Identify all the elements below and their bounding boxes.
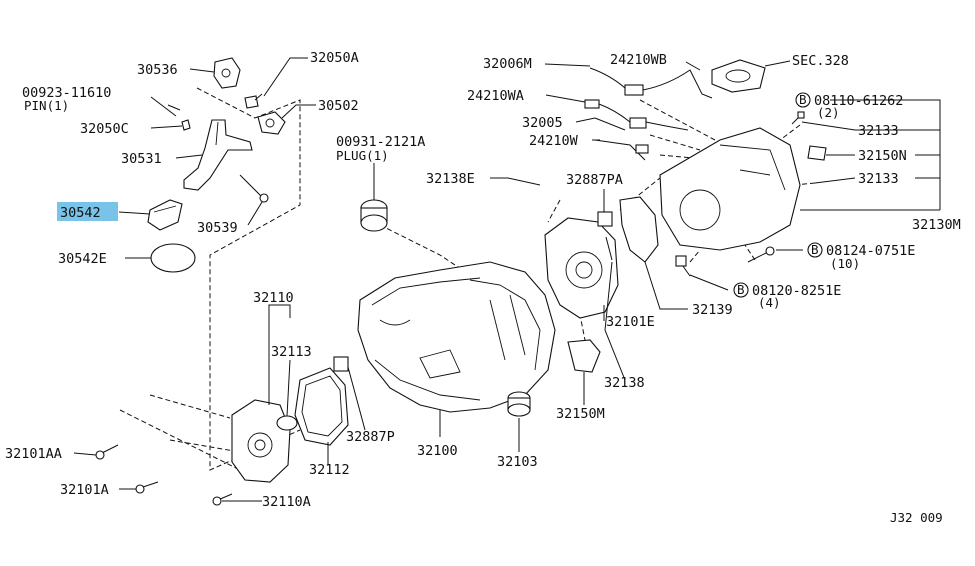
bracket-30536	[213, 57, 241, 89]
drain-plug-32103	[507, 391, 531, 417]
gasket-32139	[619, 196, 659, 263]
pin-00923	[167, 104, 181, 111]
label-32050A: 32050A	[310, 50, 359, 66]
plug-00931	[360, 199, 388, 232]
seal-32887P	[333, 356, 349, 372]
label-32103: 32103	[497, 454, 538, 470]
bolt-08110	[791, 111, 805, 125]
bolt-32101AA	[95, 444, 119, 460]
bolt-08124	[747, 246, 775, 263]
label-32050C: 32050C	[80, 121, 129, 137]
label-00931-2121A: 00931-2121A	[336, 134, 425, 150]
lever-30531	[183, 119, 253, 191]
label-sec328: SEC.328	[792, 53, 849, 69]
sensor-24210WB	[589, 67, 713, 99]
label-32130M: 32130M	[912, 217, 961, 233]
gasket-32112	[294, 367, 349, 446]
clamp-30502	[257, 111, 286, 135]
label-32887PA: 32887PA	[566, 172, 623, 188]
bolt-32110A	[212, 493, 233, 506]
ring-30542E	[150, 243, 196, 273]
stud-32138	[605, 236, 613, 261]
bolt-32050A	[244, 93, 263, 109]
bolt-08120	[675, 255, 691, 277]
label-32113: 32113	[271, 344, 312, 360]
front-cover-32110	[231, 399, 291, 483]
bolt-symbol-08120-letter: B	[737, 282, 745, 297]
label-30539: 30539	[197, 220, 238, 236]
leader-lines	[73, 57, 941, 502]
bolt-symbol-08120	[733, 282, 749, 298]
label-32110A: 32110A	[262, 494, 311, 510]
bolt-symbol-08110	[795, 92, 811, 108]
label-30542: 30542	[60, 205, 101, 221]
label-08120-qty: (4)	[758, 295, 781, 310]
label-08124-qty: (10)	[830, 256, 860, 271]
transmission-case-32100	[357, 261, 556, 413]
bolt-symbol-08124-letter: B	[811, 242, 819, 257]
label-32110: 32110	[253, 290, 294, 306]
label-32005: 32005	[522, 115, 563, 131]
label-08110-qty: (2)	[817, 105, 840, 120]
diagram-code: J32 009	[890, 510, 943, 525]
label-32101A: 32101A	[60, 482, 109, 498]
boot-30542	[147, 199, 183, 231]
label-32101E: 32101E	[606, 314, 655, 330]
label-32101AA: 32101AA	[5, 446, 62, 462]
cover-sec328	[711, 59, 766, 93]
rear-extension-32130M	[659, 127, 801, 251]
label-08110-61262: 08110-61262	[814, 93, 903, 109]
label-30542E: 30542E	[58, 251, 107, 267]
seal-32113	[276, 415, 298, 431]
label-32150N: 32150N	[858, 148, 907, 164]
label-00923-11610: 00923-11610	[22, 85, 111, 101]
label-24210W: 24210W	[529, 133, 579, 149]
bracket-32150M	[567, 339, 601, 373]
switch-32005	[594, 117, 626, 131]
label-24210WB: 24210WB	[610, 52, 667, 68]
label-pin-qty: PIN(1)	[24, 98, 69, 113]
label-32139: 32139	[692, 302, 733, 318]
label-32133-upper: 32133	[858, 123, 899, 139]
label-08120-8251E: 08120-8251E	[752, 283, 841, 299]
bolt-symbol-08124	[807, 242, 823, 258]
label-32006M: 32006M	[483, 56, 532, 72]
bolt-symbol-08110-letter: B	[799, 92, 807, 107]
bolt-32050C	[181, 119, 191, 131]
part-labels: 30536 32050A 00923-11610 PIN(1) 30502 32…	[5, 50, 961, 525]
bolt-32101A	[135, 481, 159, 494]
label-32133-lower: 32133	[858, 171, 899, 187]
label-32887P: 32887P	[346, 429, 395, 445]
label-32138: 32138	[604, 375, 645, 391]
label-30502: 30502	[318, 98, 359, 114]
label-08124-0751E: 08124-0751E	[826, 243, 915, 259]
highlight-30542	[57, 202, 118, 221]
sensor-24210WA	[584, 99, 689, 131]
harness-24210W	[594, 139, 649, 161]
label-30531: 30531	[121, 151, 162, 167]
seal-32887PA	[597, 211, 613, 227]
bracket-32150N	[807, 145, 827, 161]
label-24210WA: 24210WA	[467, 88, 524, 104]
pin-30539	[239, 174, 269, 203]
label-plug-qty: PLUG(1)	[336, 148, 389, 163]
label-32138E: 32138E	[426, 171, 475, 187]
label-32112: 32112	[309, 462, 350, 478]
label-32100: 32100	[417, 443, 458, 459]
label-32150M: 32150M	[556, 406, 605, 422]
adapter-plate-32101E	[544, 217, 619, 319]
label-30536: 30536	[137, 62, 178, 78]
